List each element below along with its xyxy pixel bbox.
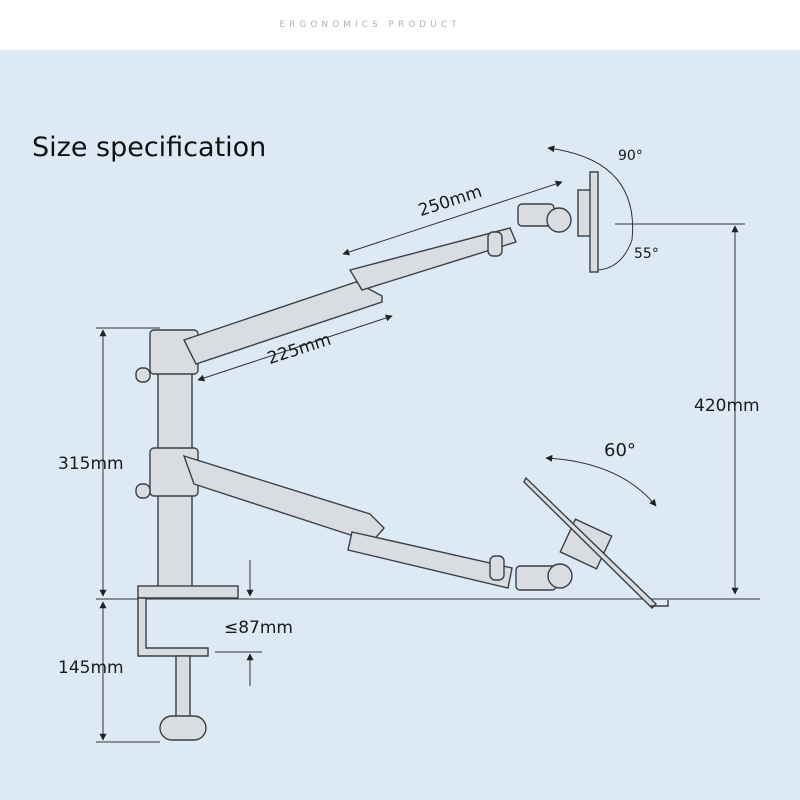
header-bar: ERGONOMICS PRODUCT <box>0 0 800 50</box>
label-315: 315mm <box>58 454 124 474</box>
upper-outer-arm <box>348 227 517 291</box>
laptop-tray <box>523 476 657 609</box>
lower-forearm <box>182 454 385 543</box>
base-plate <box>137 585 239 599</box>
vesa-plate <box>589 171 599 273</box>
clamp-knob <box>159 715 207 741</box>
label-angle-60: 60° <box>604 440 636 461</box>
label-angle-90: 90° <box>618 148 643 164</box>
label-angle-55: 55° <box>634 246 659 262</box>
dim-line-225 <box>197 314 393 382</box>
label-87: ≤87mm <box>224 618 293 638</box>
arc-55 <box>597 239 633 271</box>
page-title: Size specification <box>32 132 267 163</box>
diagram-panel <box>0 50 800 800</box>
dim-line-250 <box>342 180 563 256</box>
lower-arm <box>182 454 669 609</box>
arc-60 <box>545 454 657 507</box>
clamp-body <box>137 597 209 657</box>
upper-knob <box>135 367 151 383</box>
lower-arm-joint <box>489 555 505 581</box>
upper-forearm <box>183 281 383 365</box>
clamp-screw <box>175 655 191 721</box>
angle-arcs <box>545 145 657 507</box>
monitor-pivot <box>546 207 572 233</box>
lower-knob <box>135 483 151 499</box>
arc-90 <box>547 145 634 241</box>
upper-arm-joint <box>487 231 503 257</box>
header-label: ERGONOMICS PRODUCT <box>279 20 461 30</box>
pole-assembly <box>135 329 239 741</box>
tray-pivot <box>547 563 573 589</box>
label-420: 420mm <box>694 396 760 416</box>
upper-arm <box>183 171 599 365</box>
label-145: 145mm <box>58 658 124 678</box>
tray-lip <box>650 600 669 607</box>
lower-outer-arm <box>347 531 513 589</box>
